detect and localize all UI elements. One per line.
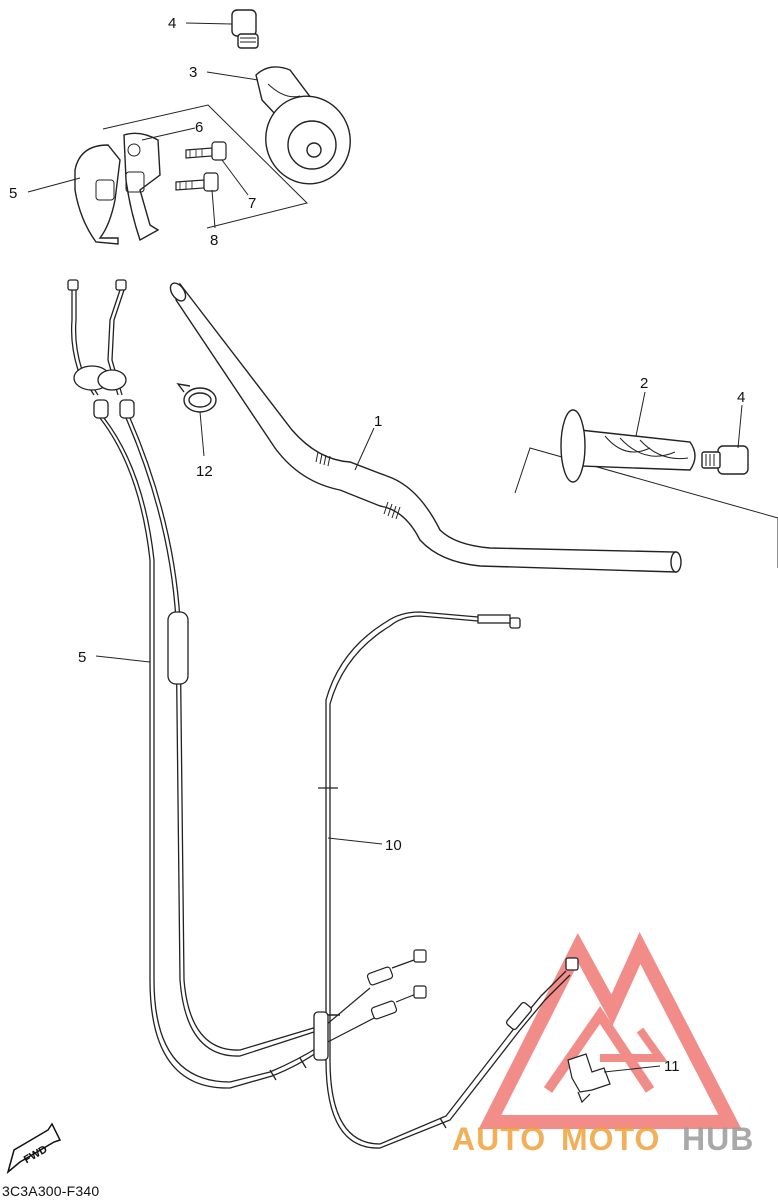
right-grip xyxy=(560,409,696,483)
callout-1: 1 xyxy=(374,413,382,430)
callout-3: 3 xyxy=(189,64,197,81)
watermark-text-moto: MOTO xyxy=(561,1121,660,1157)
watermark-text: AUTO MOTO HUB xyxy=(452,1121,754,1157)
callout-2: 2 xyxy=(640,375,648,392)
callout-labels: 4 3 6 5 7 8 1 2 4 12 5 10 11 xyxy=(9,15,745,1075)
callout-7: 6 xyxy=(195,119,203,136)
callout-11: 11 xyxy=(664,1058,680,1075)
watermark-text-auto: AUTO xyxy=(452,1121,546,1157)
left-grip xyxy=(255,66,351,185)
handlebar-knurl-marks xyxy=(315,451,401,520)
grip-group-box-left xyxy=(102,104,308,229)
screw-lower xyxy=(175,172,219,192)
callout-5: 5 xyxy=(78,649,86,666)
callout-6: 5 xyxy=(9,185,17,202)
screw-upper xyxy=(185,141,227,161)
callout-12: 12 xyxy=(196,463,213,480)
watermark-logo xyxy=(478,931,742,1129)
watermark-text-hub: HUB xyxy=(682,1121,754,1157)
callout-4-right: 4 xyxy=(737,389,745,406)
diagram-code: 3C3A300-F340 xyxy=(2,1183,100,1199)
fwd-arrow-icon: FWD xyxy=(6,1122,62,1175)
grip-end-left xyxy=(231,9,259,49)
callout-10: 10 xyxy=(385,837,402,854)
callout-8: 7 xyxy=(248,195,256,212)
throttle-housing-upper xyxy=(74,144,121,245)
handlebar xyxy=(169,282,682,573)
choke-cable xyxy=(313,611,579,1149)
cable-connector xyxy=(567,1053,611,1104)
grip-group-box-right xyxy=(514,447,778,568)
throttle-housing-lower xyxy=(123,132,161,242)
cable-clamp xyxy=(176,383,217,413)
leader-lines xyxy=(27,22,743,1073)
throttle-cables xyxy=(67,279,321,1089)
callout-9: 8 xyxy=(210,232,218,249)
callout-4-left: 4 xyxy=(168,15,176,32)
grip-end-right xyxy=(701,445,749,475)
cable-adjusters xyxy=(319,949,427,1047)
